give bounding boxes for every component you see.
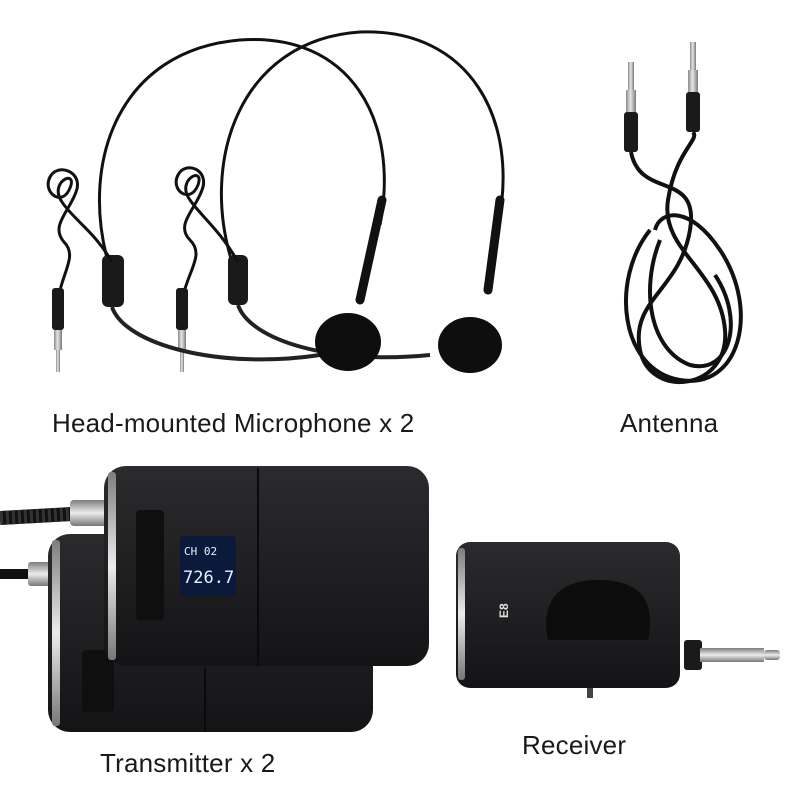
lcd-frequency: 726.7 [183, 568, 234, 588]
headset-microphone-icon [174, 30, 505, 373]
transmitter-icon: CH 02 726.7 [0, 466, 429, 666]
antenna-caption: Antenna [620, 408, 719, 438]
lcd-channel: CH 02 [184, 545, 217, 558]
lcd-screen [180, 536, 236, 596]
transmitter-caption: Transmitter x 2 [100, 748, 276, 778]
antenna-cable-icon [624, 42, 743, 385]
microphone-caption: Head-mounted Microphone x 2 [52, 408, 415, 438]
headset-microphone-icon [46, 38, 387, 372]
receiver-icon: E8 [456, 542, 780, 698]
receiver-model-label: E8 [497, 603, 511, 618]
receiver-caption: Receiver [522, 730, 627, 760]
